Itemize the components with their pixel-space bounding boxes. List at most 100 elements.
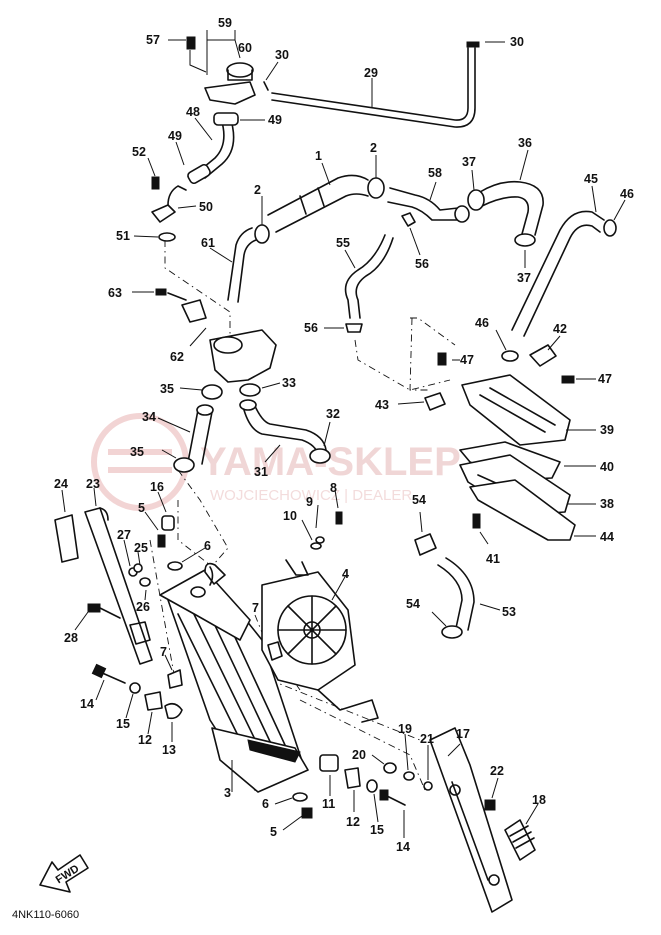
- callout-47: 47: [460, 353, 474, 367]
- callout-5: 5: [138, 501, 145, 515]
- callout-33: 33: [282, 376, 296, 390]
- callout-3: 3: [224, 786, 231, 800]
- callout-27: 27: [117, 528, 131, 542]
- callout-49: 49: [268, 113, 282, 127]
- callout-1: 1: [315, 149, 322, 163]
- grommet-18: [504, 819, 536, 861]
- callout-2: 2: [254, 183, 261, 197]
- watermark-subtitle: WOJCIECHOWICZ | DEALER: [210, 487, 412, 504]
- clamp-49-lower: [187, 163, 211, 185]
- callout-7: 7: [252, 601, 259, 615]
- clamp-2-right: [367, 177, 385, 199]
- cover-42: [529, 344, 557, 367]
- gasket-44: [469, 479, 576, 541]
- left-side-brackets: [54, 487, 183, 689]
- callout-9: 9: [306, 495, 313, 509]
- callout-2: 2: [370, 141, 377, 155]
- overflow-hose: [271, 41, 505, 128]
- callout-38: 38: [600, 497, 614, 511]
- callout-48: 48: [186, 105, 200, 119]
- callout-53: 53: [502, 605, 516, 619]
- callout-50: 50: [199, 200, 213, 214]
- callout-31: 31: [254, 465, 268, 479]
- callout-12: 12: [138, 733, 152, 747]
- callout-6: 6: [204, 539, 211, 553]
- callout-15: 15: [370, 823, 384, 837]
- clip: [263, 81, 269, 91]
- callout-63: 63: [108, 286, 122, 300]
- callout-47: 47: [598, 372, 612, 386]
- callout-8: 8: [330, 481, 337, 495]
- hose-48: [175, 112, 265, 185]
- callout-18: 18: [532, 793, 546, 807]
- callout-17: 17: [456, 727, 470, 741]
- callout-45: 45: [584, 172, 598, 186]
- hose-36: [467, 149, 544, 268]
- callout-4: 4: [342, 567, 349, 581]
- callout-20: 20: [352, 748, 366, 762]
- clamp-54-lower: [441, 625, 463, 639]
- callout-26: 26: [136, 600, 150, 614]
- callout-29: 29: [364, 66, 378, 80]
- clamp-54-upper: [414, 533, 437, 556]
- callout-61: 61: [201, 236, 215, 250]
- hose-55: [324, 234, 394, 333]
- callout-34: 34: [142, 410, 156, 424]
- callout-11: 11: [322, 797, 335, 811]
- cover-plate-assembly: [397, 317, 596, 411]
- radiator-fasteners: [144, 489, 343, 586]
- left-bracket: [133, 157, 197, 242]
- thermostat-housing: [132, 288, 277, 383]
- callout-16: 16: [150, 480, 164, 494]
- housing-cover-stack: [459, 374, 596, 545]
- callout-56: 56: [304, 321, 318, 335]
- callout-6: 6: [262, 797, 269, 811]
- callout-24: 24: [54, 477, 68, 491]
- callout-36: 36: [518, 136, 532, 150]
- hose-53: [414, 511, 501, 639]
- callout-37: 37: [462, 155, 476, 169]
- callout-30: 30: [275, 48, 289, 62]
- callout-37: 37: [517, 271, 531, 285]
- upper-hose: [267, 155, 385, 233]
- callout-54: 54: [412, 493, 426, 507]
- watermark: YAMA-SKLEP WOJCIECHOWICZ | DEALER: [91, 413, 461, 511]
- callout-43: 43: [375, 398, 389, 412]
- cap-bolt: [186, 36, 196, 50]
- callout-25: 25: [134, 541, 148, 555]
- callout-52: 52: [132, 145, 146, 159]
- bracket-24: [54, 514, 79, 563]
- callout-15: 15: [116, 717, 130, 731]
- hose-45: [511, 185, 626, 337]
- callout-41: 41: [486, 552, 500, 566]
- radiator-inlet: [204, 562, 226, 585]
- filler-cap-assembly: [168, 30, 279, 105]
- callout-39: 39: [600, 423, 614, 437]
- radiator-top-tank: [159, 569, 251, 641]
- callout-7: 7: [160, 645, 167, 659]
- callout-35: 35: [160, 382, 174, 396]
- callout-40: 40: [600, 460, 614, 474]
- callout-55: 55: [336, 236, 350, 250]
- filler-neck: [204, 81, 256, 105]
- lower-right-fasteners: [274, 733, 433, 838]
- radiator-bottom-tank: [211, 727, 309, 793]
- callout-49: 49: [168, 129, 182, 143]
- callout-59: 59: [218, 16, 232, 30]
- callout-13: 13: [162, 743, 176, 757]
- callout-5: 5: [270, 825, 277, 839]
- callout-51: 51: [116, 229, 130, 243]
- callout-44: 44: [600, 530, 614, 544]
- watermark-logo-mark: [108, 449, 172, 473]
- radiator: [159, 562, 309, 793]
- clamp-33: [239, 383, 261, 397]
- callout-labels: 57 59 60 30 29 30 48 49 49 52 50 51 61 1…: [54, 16, 634, 854]
- callout-22: 22: [490, 764, 504, 778]
- callout-10: 10: [283, 509, 297, 523]
- callout-30: 30: [510, 35, 524, 49]
- callout-60: 60: [238, 41, 252, 55]
- callout-57: 57: [146, 33, 160, 47]
- bracket-23: [84, 507, 153, 665]
- callout-54: 54: [406, 597, 420, 611]
